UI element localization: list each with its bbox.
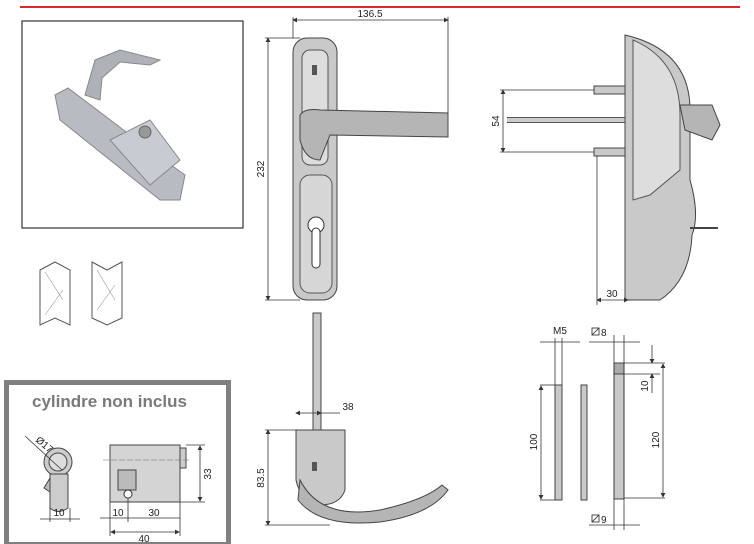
dim-length-120: 120 — [651, 431, 662, 448]
cylinder-not-included-note: cylindre non inclus — [32, 392, 187, 411]
dim-length-100: 100 — [529, 433, 540, 450]
dim-offset-38: 38 — [342, 402, 354, 413]
dim-left-10: 10 — [112, 508, 124, 519]
dim-height-83-5: 83.5 — [256, 468, 267, 488]
dim-spacing-54: 54 — [491, 115, 502, 127]
dim-right-30: 30 — [148, 508, 160, 519]
rods-drawing — [538, 335, 666, 530]
product-photo — [21, 20, 244, 229]
dim-depth-30: 30 — [606, 289, 618, 300]
dim-height-33: 33 — [203, 468, 214, 480]
dim-cam-10: 10 — [53, 508, 65, 519]
square-9-label: 9 — [591, 514, 607, 526]
dim-length-40: 40 — [138, 534, 150, 544]
dim-tip-10: 10 — [640, 380, 651, 392]
dim-width-136-5: 136.5 — [357, 9, 382, 20]
dim-height-232: 232 — [256, 160, 267, 177]
door-left-hand-icon — [39, 261, 71, 326]
cylinder-panel — [4, 380, 231, 544]
door-right-hand-icon — [91, 261, 123, 326]
dim-square-8: 8 — [601, 328, 607, 339]
dim-square-9: 9 — [601, 515, 607, 526]
front-view-drawing — [265, 17, 449, 301]
square-8-label: 8 — [591, 327, 607, 339]
dim-thread-m5: M5 — [553, 326, 567, 337]
top-view-drawing — [265, 312, 449, 526]
side-view-drawing — [500, 34, 721, 305]
